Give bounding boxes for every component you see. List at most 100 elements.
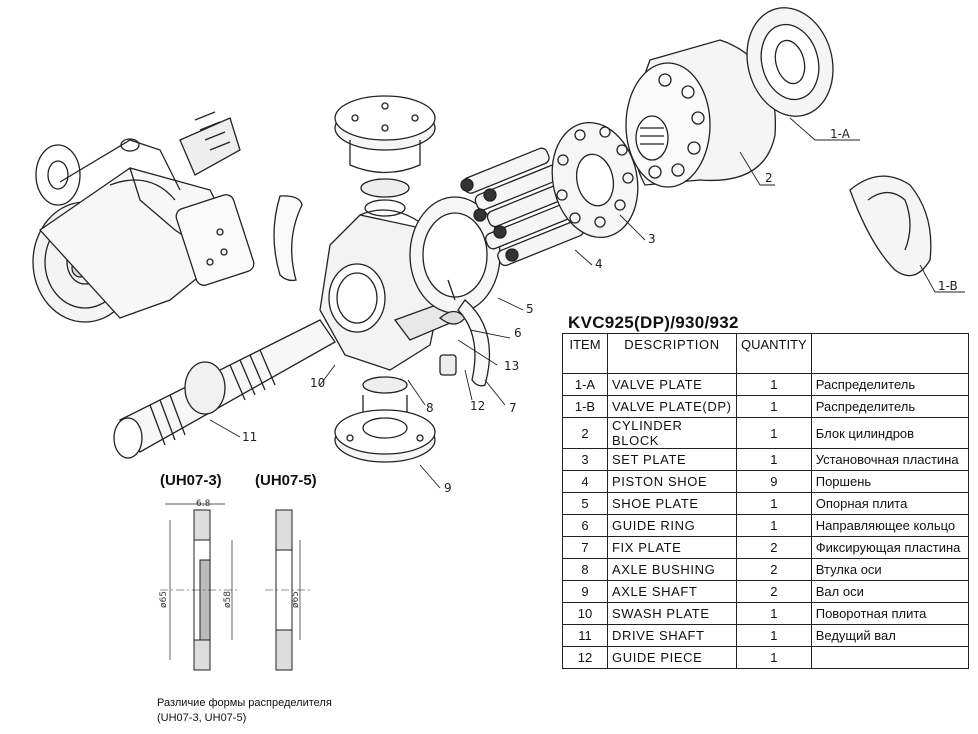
dim-outer-right: ø65 xyxy=(291,591,301,608)
cell-description: VALVE PLATE xyxy=(607,373,737,396)
cell-item: 5 xyxy=(562,492,608,515)
cell-quantity: 2 xyxy=(736,558,812,581)
cell-russian: Установочная пластина xyxy=(810,448,970,471)
callout-3: 3 xyxy=(648,232,656,246)
parts-table-header: ITEM DESCRIPTION QUANTITY xyxy=(562,333,970,374)
cell-description: SET PLATE xyxy=(607,448,737,471)
valve-plate-1a xyxy=(746,7,834,117)
cell-item: 9 xyxy=(562,580,608,603)
cell-item: 10 xyxy=(562,602,608,625)
dim-inner-left: ø58 xyxy=(223,591,233,608)
callout-12: 12 xyxy=(470,399,485,413)
dim-thickness: 6.8 xyxy=(196,499,211,509)
cell-description: SWASH PLATE xyxy=(607,602,737,625)
cell-item: 8 xyxy=(562,558,608,581)
cell-russian: Блок цилиндров xyxy=(810,417,970,449)
callout-5: 5 xyxy=(526,302,534,316)
cell-quantity: 2 xyxy=(736,536,812,559)
leader-lines xyxy=(209,117,965,489)
cell-description: VALVE PLATE(DP) xyxy=(607,395,737,418)
callout-6: 6 xyxy=(514,326,522,340)
cell-item: 7 xyxy=(562,536,608,559)
callout-8: 8 xyxy=(426,401,434,415)
set-plate xyxy=(551,121,639,239)
cell-quantity: 1 xyxy=(736,514,812,537)
model-title: KVC925(DP)/930/932 xyxy=(568,313,739,332)
guide-piece xyxy=(439,354,457,376)
cell-quantity: 1 xyxy=(736,395,812,418)
axle-shaft-bottom xyxy=(334,376,436,463)
piston-shoes xyxy=(460,147,585,267)
callout-1a: 1-A xyxy=(830,127,851,141)
cell-description: PISTON SHOE xyxy=(607,470,737,493)
callout-11: 11 xyxy=(242,430,257,444)
cell-item: 1-A xyxy=(562,373,608,396)
cell-description: GUIDE PIECE xyxy=(607,646,737,669)
cell-quantity: 1 xyxy=(736,417,812,449)
axle-shaft-top xyxy=(334,95,436,217)
callout-2: 2 xyxy=(765,171,773,185)
cell-description: FIX PLATE xyxy=(607,536,737,559)
cell-russian: Опорная плита xyxy=(810,492,970,515)
cylinder-block xyxy=(625,39,777,188)
cell-item: 6 xyxy=(562,514,608,537)
cell-quantity: 1 xyxy=(736,373,812,396)
callout-10: 10 xyxy=(310,376,325,390)
variant-label-uh07-5: (UH07-5) xyxy=(255,472,317,489)
cell-description: SHOE PLATE xyxy=(607,492,737,515)
drive-shaft xyxy=(113,319,336,459)
header-quantity: QUANTITY xyxy=(736,333,812,374)
cell-item: 3 xyxy=(562,448,608,471)
cell-item: 2 xyxy=(562,417,608,449)
cell-item: 11 xyxy=(562,624,608,647)
shoe-plate xyxy=(409,196,501,314)
valve-plate-section-uh07-5 xyxy=(265,509,310,671)
header-item: ITEM xyxy=(562,333,608,374)
cell-description: AXLE BUSHING xyxy=(607,558,737,581)
caption-line-2: (UH07-3, UH07-5) xyxy=(157,712,247,724)
callout-4: 4 xyxy=(595,257,603,271)
cell-quantity: 1 xyxy=(736,448,812,471)
cell-quantity: 1 xyxy=(736,646,812,669)
cell-russian xyxy=(810,646,970,669)
callout-1b: 1-B xyxy=(938,279,958,293)
variant-caption: Различие формы распределителя (UH07-3, U… xyxy=(157,696,332,726)
cell-russian: Ведущий вал xyxy=(810,624,970,647)
cell-description: DRIVE SHAFT xyxy=(607,624,737,647)
dim-outer-left: ø65 xyxy=(159,591,169,608)
cell-russian: Распределитель xyxy=(810,373,970,396)
cell-quantity: 1 xyxy=(736,492,812,515)
cell-description: CYLINDER BLOCK xyxy=(607,417,737,449)
cell-description: GUIDE RING xyxy=(607,514,737,537)
callout-13: 13 xyxy=(504,359,519,373)
cell-item: 4 xyxy=(562,470,608,493)
cell-item: 12 xyxy=(562,646,608,669)
cell-russian: Вал оси xyxy=(810,580,970,603)
valve-plate-section-uh07-3 xyxy=(160,503,240,671)
callout-7: 7 xyxy=(509,401,517,415)
cell-russian: Распределитель xyxy=(810,395,970,418)
fix-plate-left xyxy=(273,195,303,282)
cell-quantity: 9 xyxy=(736,470,812,493)
cell-description: AXLE SHAFT xyxy=(607,580,737,603)
caption-line-1: Различие формы распределителя xyxy=(157,697,332,709)
guide-pin xyxy=(447,279,456,301)
cell-russian: Втулка оси xyxy=(810,558,970,581)
cell-quantity: 2 xyxy=(736,580,812,603)
valve-plate-1b xyxy=(849,175,932,277)
